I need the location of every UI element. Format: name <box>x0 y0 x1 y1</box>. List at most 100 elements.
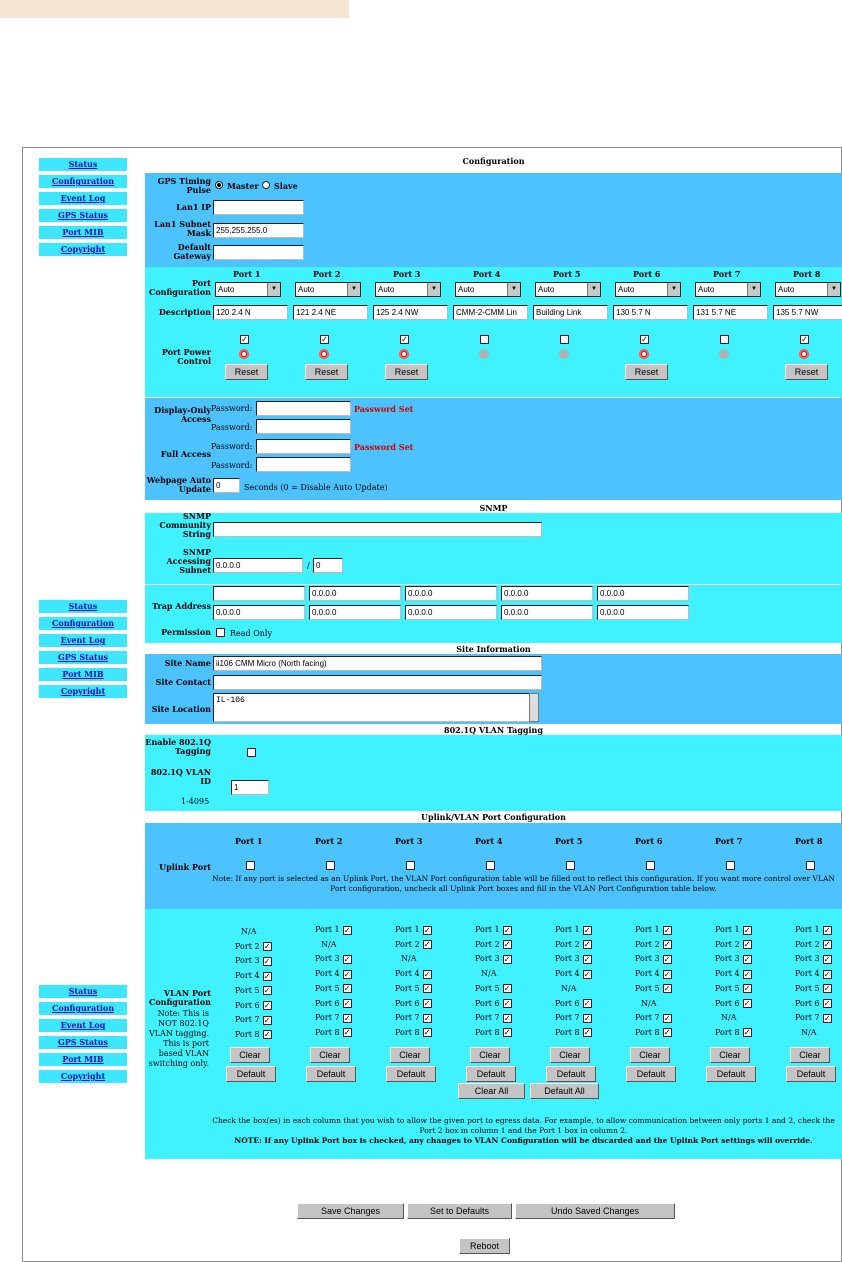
vlan-port-checkbox[interactable]: ✓ <box>822 999 832 1008</box>
vlan-port-checkbox[interactable]: ✓ <box>342 925 352 935</box>
port-description-input[interactable]: 130 5.7 N <box>613 305 688 320</box>
port-mode-select[interactable]: Auto▼ <box>695 282 761 297</box>
port-power-checkbox[interactable]: ✓ <box>320 335 329 344</box>
port-mode-select[interactable]: Auto▼ <box>775 282 841 297</box>
webpage-update-input[interactable]: 0 <box>213 478 240 493</box>
uplink-port-checkbox[interactable] <box>566 861 575 870</box>
vlan-port-checkbox[interactable]: ✓ <box>662 925 672 935</box>
vlan-enable-checkbox[interactable] <box>247 748 256 757</box>
vlan-clear-button[interactable]: Clear <box>470 1047 510 1063</box>
vlan-port-checkbox[interactable]: ✓ <box>662 984 672 994</box>
vlan-port-checkbox[interactable]: ✓ <box>502 940 512 950</box>
uplink-port-checkbox[interactable] <box>806 861 815 870</box>
vlan-port-checkbox[interactable]: ✓ <box>342 969 352 979</box>
undo-changes-button[interactable]: Undo Saved Changes <box>515 1203 675 1219</box>
vlan-clear-button[interactable]: Clear <box>310 1047 350 1063</box>
vlan-port-checkbox[interactable]: ✓ <box>502 954 512 964</box>
vlan-port-checkbox[interactable]: ✓ <box>262 971 272 981</box>
port-power-checkbox[interactable] <box>720 335 729 344</box>
port-mode-select[interactable]: Auto▼ <box>455 282 521 297</box>
vlan-port-checkbox[interactable]: ✓ <box>582 1013 592 1023</box>
vlan-port-checkbox[interactable]: ✓ <box>662 969 672 979</box>
site-location-scrollbar[interactable] <box>529 693 539 722</box>
port-reset-button[interactable]: Reset <box>625 364 668 380</box>
vlan-port-checkbox[interactable]: ✓ <box>422 940 432 950</box>
vlan-port-checkbox[interactable]: ✓ <box>582 1028 592 1038</box>
nav-link-gps-status[interactable]: GPS Status <box>39 1036 127 1049</box>
port-mode-select[interactable]: Auto▼ <box>535 282 601 297</box>
vlan-port-checkbox[interactable]: ✓ <box>662 1013 672 1023</box>
nav-link-copyright[interactable]: Copyright <box>39 243 127 256</box>
save-changes-button[interactable]: Save Changes <box>297 1203 404 1219</box>
vlan-port-checkbox[interactable]: ✓ <box>262 1001 272 1010</box>
port-mode-select[interactable]: Auto▼ <box>615 282 681 297</box>
trap-address-input[interactable]: 0.0.0.0 <box>309 586 401 601</box>
vlan-port-checkbox[interactable]: ✓ <box>342 999 352 1008</box>
nav-link-port-mib[interactable]: Port MIB <box>39 1053 127 1066</box>
trap-address-input[interactable]: 0.0.0.0 <box>501 586 593 601</box>
port-description-input[interactable]: 125 2.4 NW <box>373 305 448 320</box>
nav-link-status[interactable]: Status <box>39 600 127 613</box>
full-password-confirm-input[interactable] <box>256 457 351 472</box>
display-password-input[interactable] <box>256 401 351 416</box>
port-power-checkbox[interactable]: ✓ <box>240 335 249 344</box>
vlan-port-checkbox[interactable]: ✓ <box>742 925 752 935</box>
nav-link-event-log[interactable]: Event Log <box>39 1019 127 1032</box>
vlan-port-checkbox[interactable]: ✓ <box>822 969 832 979</box>
trap-address-input[interactable]: 0.0.0.0 <box>501 605 593 620</box>
uplink-port-checkbox[interactable] <box>486 861 495 870</box>
trap-address-input[interactable]: 0.0.0.0 <box>405 586 497 601</box>
vlan-default-button[interactable]: Default <box>626 1066 676 1082</box>
port-description-input[interactable]: Building Link <box>533 305 608 320</box>
trap-address-input[interactable] <box>213 586 305 601</box>
vlan-port-checkbox[interactable]: ✓ <box>502 984 512 994</box>
vlan-port-checkbox[interactable]: ✓ <box>422 1013 432 1023</box>
gateway-input[interactable] <box>213 245 304 260</box>
nav-link-configuration[interactable]: Configuration <box>39 175 127 188</box>
vlan-clear-button[interactable]: Clear <box>550 1047 590 1063</box>
vlan-port-checkbox[interactable]: ✓ <box>742 984 752 994</box>
site-name-input[interactable]: ii106 CMM Micro (North facing) <box>213 656 542 671</box>
vlan-port-checkbox[interactable]: ✓ <box>582 954 592 964</box>
port-description-input[interactable]: 120 2.4 N <box>213 305 288 320</box>
trap-address-input[interactable]: 0.0.0.0 <box>405 605 497 620</box>
snmp-community-input[interactable] <box>213 522 542 537</box>
vlan-port-checkbox[interactable]: ✓ <box>422 1028 432 1038</box>
vlan-port-checkbox[interactable]: ✓ <box>262 986 272 996</box>
nav-link-copyright[interactable]: Copyright <box>39 1070 127 1083</box>
uplink-port-checkbox[interactable] <box>726 861 735 870</box>
vlan-port-checkbox[interactable]: ✓ <box>822 940 832 950</box>
vlan-port-checkbox[interactable]: ✓ <box>422 999 432 1008</box>
vlan-port-checkbox[interactable]: ✓ <box>502 1013 512 1023</box>
port-reset-button[interactable]: Reset <box>305 364 348 380</box>
vlan-port-checkbox[interactable]: ✓ <box>422 925 432 935</box>
port-description-input[interactable]: 135 5.7 NW <box>773 305 842 320</box>
vlan-port-checkbox[interactable]: ✓ <box>422 969 432 979</box>
nav-link-event-log[interactable]: Event Log <box>39 634 127 647</box>
port-reset-button[interactable]: Reset <box>785 364 828 380</box>
lan1-ip-input[interactable] <box>213 200 304 215</box>
vlan-clear-button[interactable]: Clear <box>390 1047 430 1063</box>
vlan-port-checkbox[interactable]: ✓ <box>262 942 272 952</box>
vlan-port-checkbox[interactable]: ✓ <box>342 984 352 994</box>
vlan-port-checkbox[interactable]: ✓ <box>502 925 512 935</box>
vlan-port-checkbox[interactable]: ✓ <box>582 969 592 979</box>
vlan-clear-button[interactable]: Clear <box>630 1047 670 1063</box>
vlan-id-input[interactable]: 1 <box>231 780 269 795</box>
uplink-port-checkbox[interactable] <box>246 861 255 870</box>
vlan-port-checkbox[interactable]: ✓ <box>742 940 752 950</box>
site-location-textarea[interactable]: IL-106 <box>213 693 531 722</box>
vlan-default-button[interactable]: Default <box>386 1066 436 1082</box>
trap-address-input[interactable]: 0.0.0.0 <box>309 605 401 620</box>
port-description-input[interactable]: CMM-2-CMM Lin <box>453 305 528 320</box>
gps-slave-radio[interactable] <box>262 181 270 189</box>
port-mode-select[interactable]: Auto▼ <box>215 282 281 297</box>
vlan-port-checkbox[interactable]: ✓ <box>742 999 752 1008</box>
vlan-port-checkbox[interactable]: ✓ <box>662 954 672 964</box>
vlan-port-checkbox[interactable]: ✓ <box>822 1013 832 1023</box>
vlan-port-checkbox[interactable]: ✓ <box>822 954 832 964</box>
port-reset-button[interactable]: Reset <box>225 364 268 380</box>
vlan-default-button[interactable]: Default <box>706 1066 756 1082</box>
default-all-button[interactable]: Default All <box>530 1083 599 1099</box>
uplink-port-checkbox[interactable] <box>646 861 655 870</box>
